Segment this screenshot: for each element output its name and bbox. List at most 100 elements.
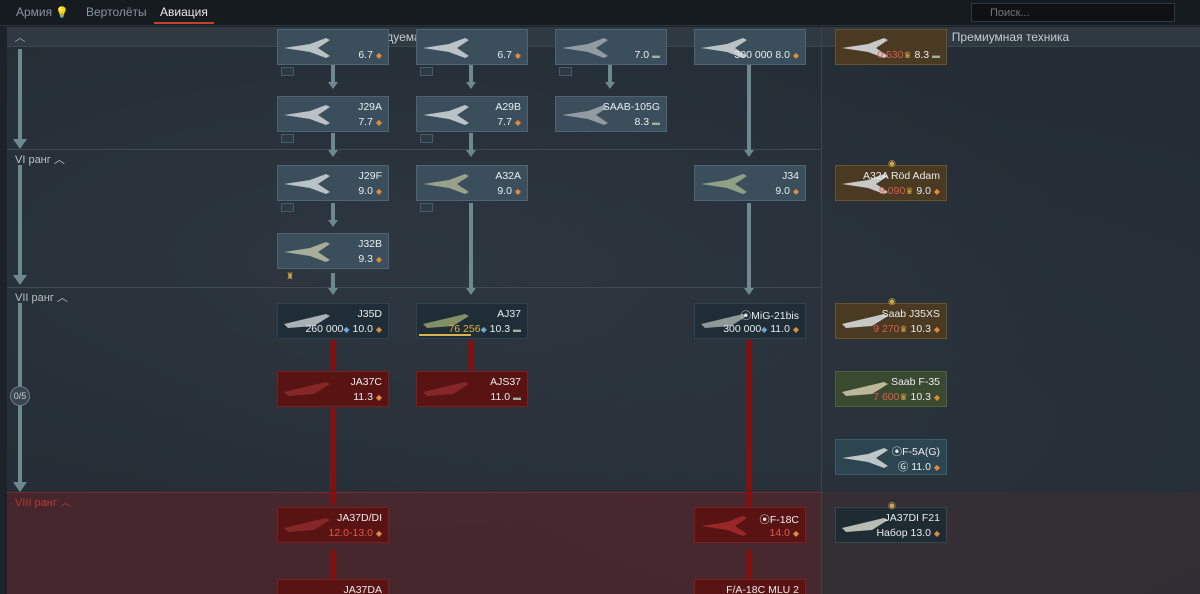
br-value: 10.3 xyxy=(489,323,511,335)
vehicle-card-saab-j35xs[interactable]: ◉ Saab J35XS 9 270♛ 10.3 ◆ xyxy=(835,296,947,339)
collapse-up-icon[interactable]: ︿ xyxy=(14,32,26,44)
crew-slot-icon xyxy=(420,134,433,143)
battle-rating: 12.0-13.0 ◆ xyxy=(329,527,382,539)
fighter-type-icon: ◆ xyxy=(792,187,799,196)
rank6-label[interactable]: VI ранг ︿ xyxy=(15,151,65,167)
crew-slot-icon xyxy=(420,67,433,76)
vehicle-card-f5a[interactable]: ⦿F-5A(G) Ⓖ 11.0 ◆ xyxy=(835,439,947,475)
vehicle-card-a29b[interactable]: A29B 7.7 ◆ xyxy=(416,96,528,143)
vehicle-card-bottom1[interactable]: JA37DA xyxy=(277,579,389,594)
vehicle-card-top3[interactable]: 7.0 ▬ xyxy=(555,29,667,76)
battle-rating: 9 270♛ 10.3 ◆ xyxy=(873,323,940,335)
battle-rating: 7 600♛ 10.3 ◆ xyxy=(873,391,940,403)
vehicle-card-f18c[interactable]: ⦿F-18C 14.0 ◆ xyxy=(694,507,806,543)
plane-icon xyxy=(842,174,888,194)
vehicle-card-j29f[interactable]: J29F 9.0 ◆ xyxy=(277,165,389,212)
vehicle-card-top1[interactable]: 6.7 ◆ xyxy=(277,29,389,76)
plane-icon xyxy=(423,382,469,396)
vehicle-name: Saab F-35 xyxy=(890,376,940,388)
rank8-label[interactable]: VIII ранг ︿ xyxy=(15,494,71,510)
battle-rating: 300 000 8.0 ◆ xyxy=(734,49,799,61)
column-divider xyxy=(821,27,822,594)
battle-rating: 6.7 ◆ xyxy=(358,49,382,61)
vehicle-name: ⦿F-18C xyxy=(759,512,799,527)
plane-icon xyxy=(562,38,608,58)
rank8-text: VIII ранг xyxy=(15,497,57,509)
chevron-up-icon: ︿ xyxy=(59,497,71,509)
vehicle-card-saab-f35[interactable]: Saab F-35 7 600♛ 10.3 ◆ xyxy=(835,371,947,407)
vehicle-name: J34 xyxy=(782,170,799,182)
vehicle-card-saab105g[interactable]: SAAB-105G 8.3 ▬ xyxy=(555,96,667,132)
tab-army[interactable]: Армия💡 xyxy=(10,0,75,24)
vehicle-name: JA37DA xyxy=(343,584,382,594)
vehicle-card-ja37di[interactable]: JA37D/DI 12.0-13.0 ◆ xyxy=(277,507,389,543)
vehicle-card-top4[interactable]: 300 000 8.0 ◆ xyxy=(694,29,806,65)
crew-slot-icon xyxy=(281,67,294,76)
battle-rating: 0 530♛ 8.3 ▬ xyxy=(877,49,940,61)
tab-helicopters-label: Вертолёты xyxy=(86,5,147,19)
arrow-down-icon xyxy=(13,275,27,285)
research-points-icon: ◆ xyxy=(343,325,350,334)
tree-connector xyxy=(747,203,751,289)
vehicle-name: JA37DI F21 xyxy=(884,512,940,524)
vehicle-card-j35d[interactable]: J35D 260 000◆ 10.0 ◆ xyxy=(277,303,389,339)
fighter-type-icon: ◆ xyxy=(792,529,799,538)
vehicle-name: JA37D/DI xyxy=(337,512,382,524)
arrow-down-icon xyxy=(328,220,338,227)
golden-eagles-cost: 0 530 xyxy=(877,49,904,61)
fighter-type-icon: ◆ xyxy=(933,463,940,472)
vehicle-name: A32A xyxy=(495,170,521,182)
br-value: 11.0 xyxy=(770,323,790,335)
plane-icon xyxy=(423,38,469,58)
crew-slot-icon xyxy=(281,134,294,143)
country-roundel-icon: ⦿ xyxy=(740,310,752,322)
golden-eagles-cost: 9 090 xyxy=(879,185,906,197)
vehicle-card-ja37c[interactable]: JA37C 11.3 ◆ xyxy=(277,371,389,407)
arrow-down-icon xyxy=(13,139,27,149)
tree-connector-locked xyxy=(330,340,336,370)
vehicle-card-ja37di-f21[interactable]: ◉ JA37DI F21 Набор 13.0 ◆ xyxy=(835,500,947,543)
br-value: Набор 13.0 xyxy=(876,527,931,539)
golden-eagle-icon: ♛ xyxy=(903,50,912,60)
plane-icon xyxy=(842,448,888,468)
arrow-down-icon xyxy=(13,482,27,492)
tab-helicopters[interactable]: Вертолёты xyxy=(80,0,153,24)
vehicle-card-bottom2[interactable]: F/A-18C MLU 2 xyxy=(694,579,806,594)
battle-rating: 300 000◆ 11.0 ◆ xyxy=(723,323,799,335)
arrow-down-icon xyxy=(328,288,338,295)
plane-icon xyxy=(842,314,888,328)
tree-connector xyxy=(608,65,612,83)
search-input[interactable] xyxy=(971,3,1175,22)
tech-tree[interactable]: ︿ Исследуемая техника Премиумная техника… xyxy=(7,27,1200,594)
fighter-type-icon: ◆ xyxy=(933,393,940,402)
battle-rating: 6.7 ◆ xyxy=(497,49,521,61)
golden-eagle-icon: ♛ xyxy=(899,392,908,402)
vehicle-name: A29B xyxy=(495,101,521,113)
vehicle-name: AJ37 xyxy=(497,308,521,320)
br-value: 9.0 xyxy=(775,185,790,197)
battle-rating: Ⓖ 11.0 ◆ xyxy=(898,459,940,474)
vehicle-card-top2[interactable]: 6.7 ◆ xyxy=(416,29,528,76)
fighter-type-icon: ◆ xyxy=(514,118,521,127)
squadron-icon: Ⓖ xyxy=(897,461,909,473)
premium-crown-icon: ◉ xyxy=(888,500,896,510)
vehicle-card-prem-top[interactable]: 0 530♛ 8.3 ▬ xyxy=(835,29,947,65)
br-value: 7.0 xyxy=(634,49,650,61)
attacker-type-icon: ▬ xyxy=(652,51,660,60)
br-value: 10.3 xyxy=(910,323,931,335)
br-value: 6.7 xyxy=(358,49,373,61)
vehicle-card-j32b[interactable]: J32B 9.3 ◆ ♜ xyxy=(277,233,389,281)
vehicle-card-ajs37[interactable]: AJS37 11.0 ▬ xyxy=(416,371,528,407)
vehicle-card-mig21bis[interactable]: ⦿MiG-21bis 300 000◆ 11.0 ◆ xyxy=(694,303,806,339)
lightbulb-icon: 💡 xyxy=(55,7,69,19)
vehicle-card-a32a-rod-adam[interactable]: ◉ A32A Röd Adam 9 090♛ 9.0 ◆ xyxy=(835,158,947,201)
vehicle-card-j29a[interactable]: J29A 7.7 ◆ xyxy=(277,96,389,143)
fighter-type-icon: ◆ xyxy=(792,51,799,60)
attacker-type-icon: ▬ xyxy=(513,393,521,402)
vehicle-card-j34[interactable]: J34 9.0 ◆ xyxy=(694,165,806,201)
vehicle-card-a32a[interactable]: A32A 9.0 ◆ xyxy=(416,165,528,212)
vehicle-card-aj37[interactable]: AJ37 76 256◆ 10.3 ▬ xyxy=(416,303,528,339)
br-value: 11.0 xyxy=(911,461,931,473)
rank7-label[interactable]: VII ранг ︿ xyxy=(15,289,68,305)
tab-aviation[interactable]: Авиация xyxy=(154,0,214,24)
